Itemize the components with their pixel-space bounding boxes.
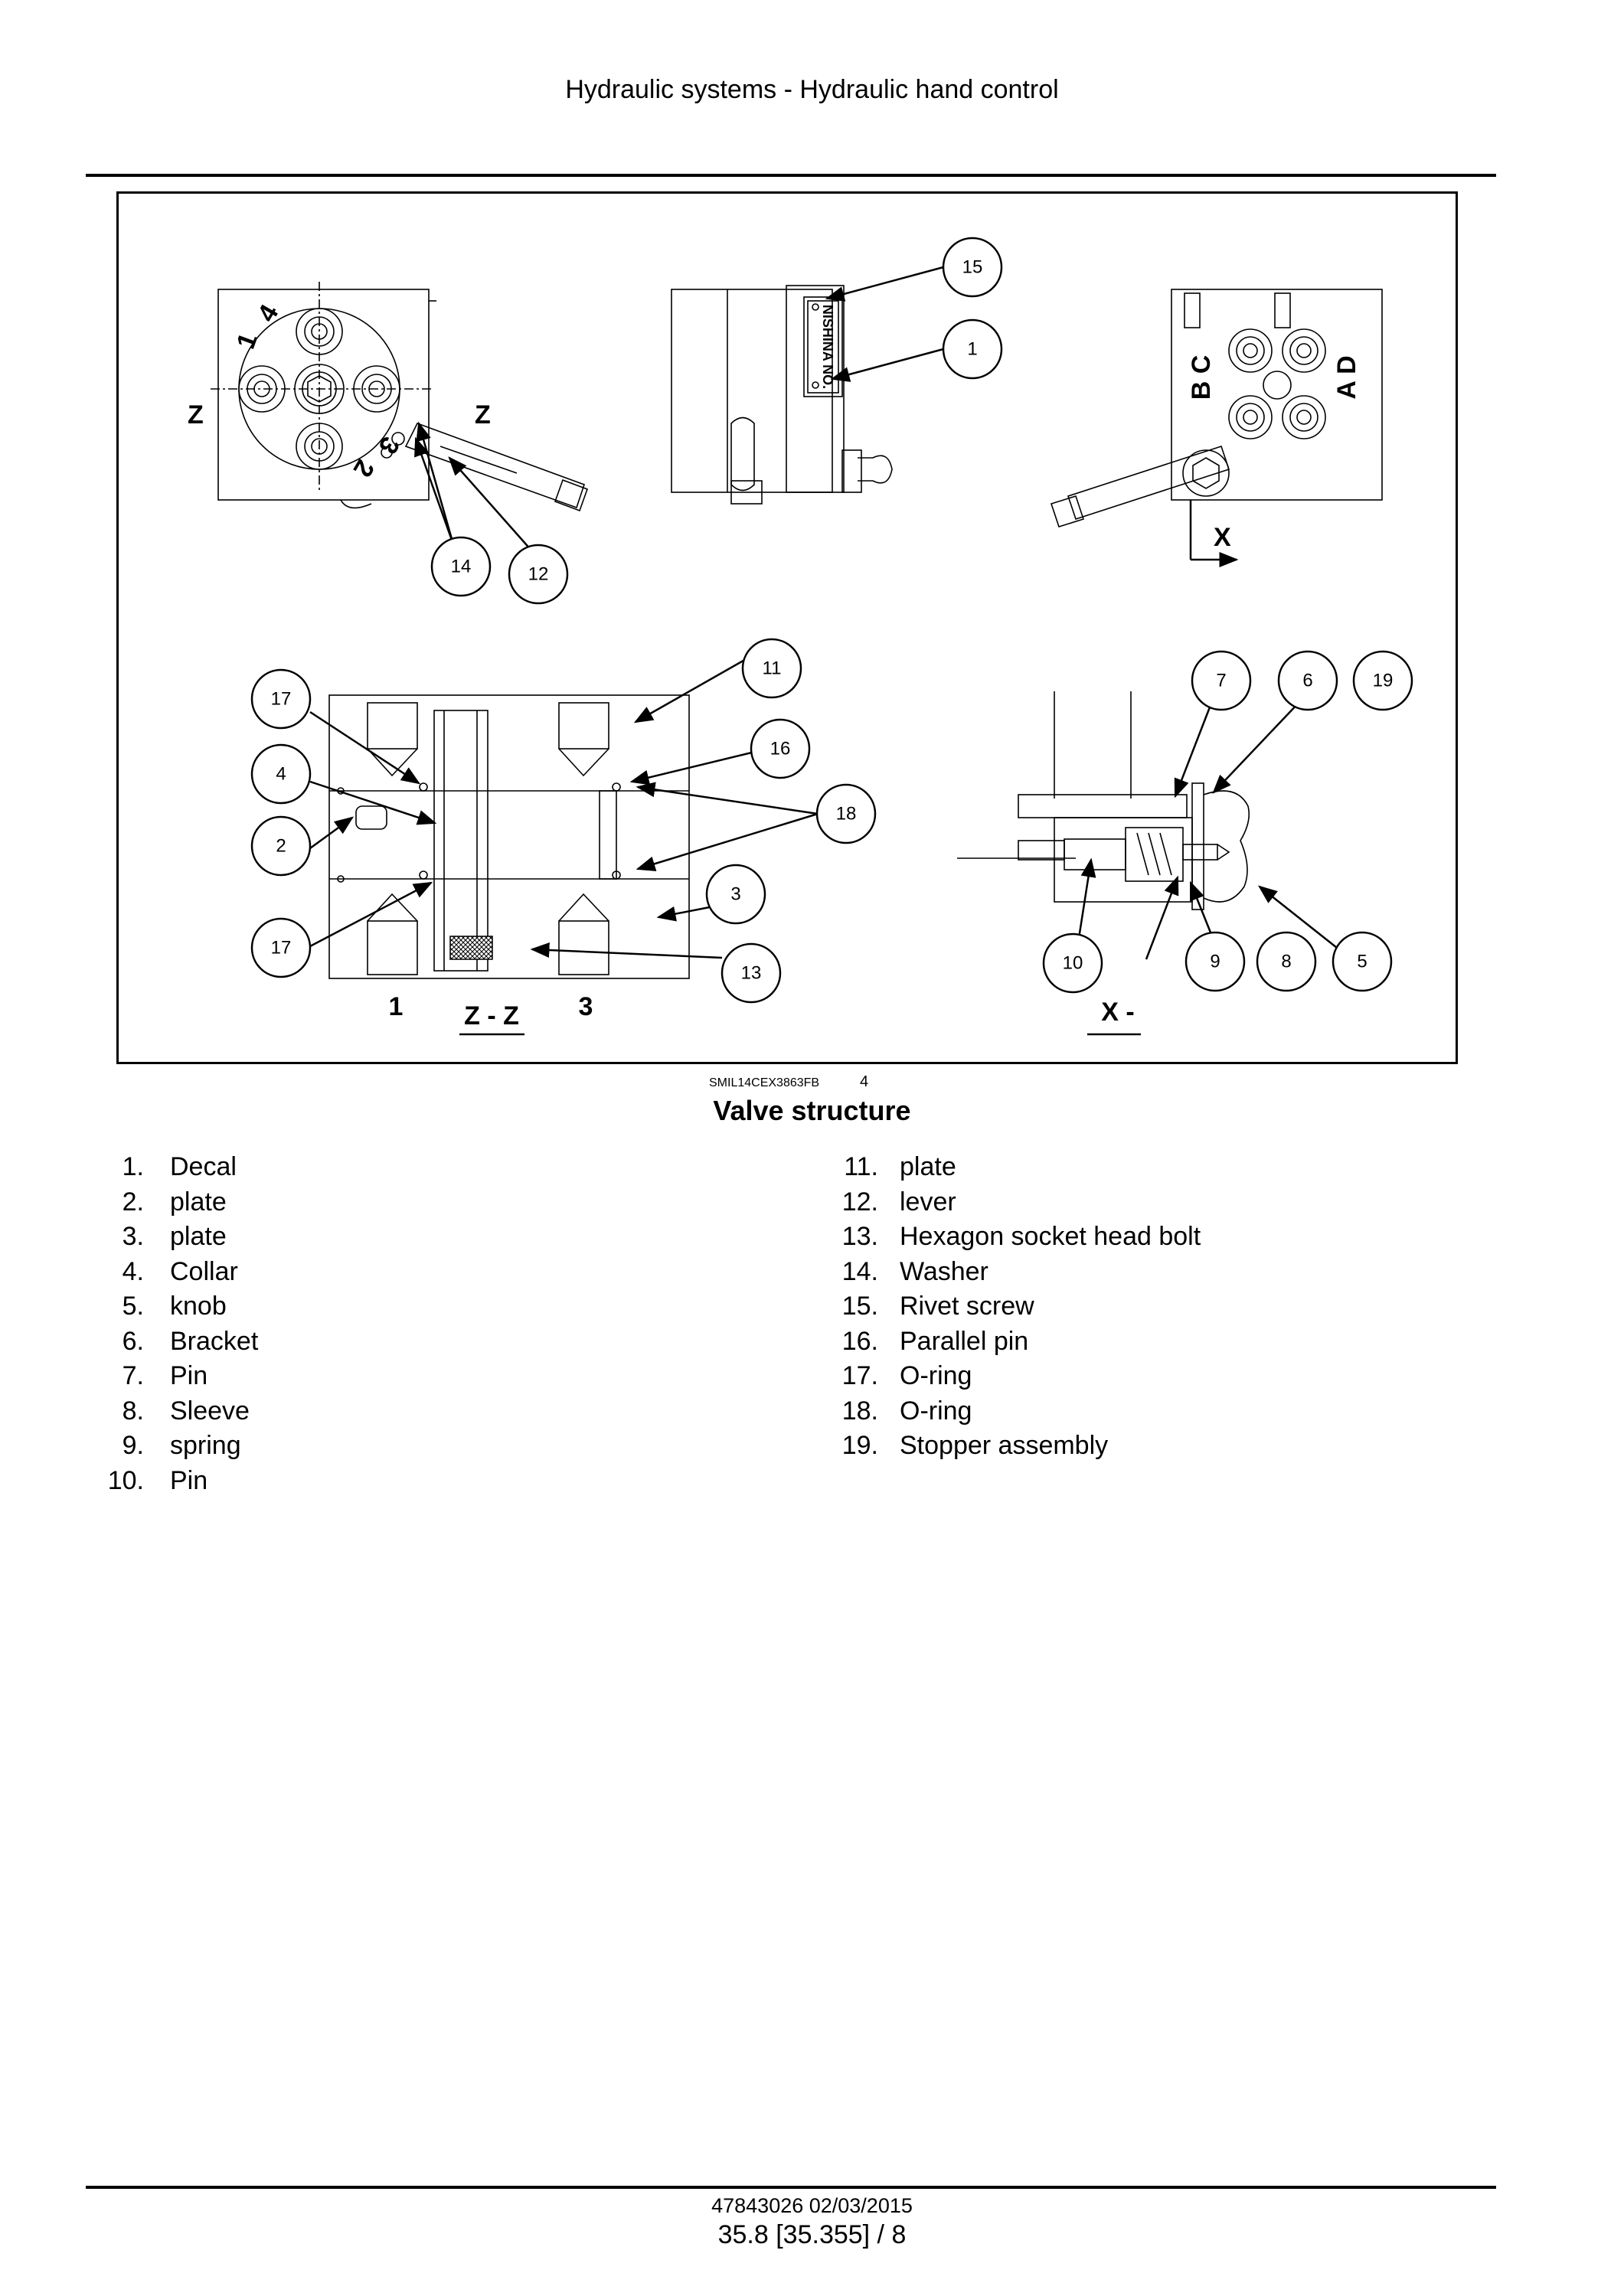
callout-15: 15 bbox=[942, 237, 1003, 298]
svg-text:9: 9 bbox=[1210, 952, 1220, 972]
svg-text:3: 3 bbox=[373, 432, 405, 459]
svg-text:1: 1 bbox=[231, 329, 263, 353]
callout-17-bottom: 17 bbox=[250, 917, 312, 978]
figure-number: 4 bbox=[860, 1073, 869, 1090]
callout-8: 8 bbox=[1256, 931, 1317, 992]
svg-text:8: 8 bbox=[1281, 952, 1291, 972]
legend-item: 14.Washer bbox=[841, 1256, 988, 1286]
view-label-z-left: Z bbox=[188, 400, 204, 429]
top-middle-view: NISHINA NO. bbox=[671, 285, 893, 505]
legend-item: 19.Stopper assembly bbox=[841, 1431, 1109, 1460]
view-label-x: X bbox=[1214, 523, 1231, 552]
callout-13: 13 bbox=[721, 942, 782, 1004]
callout-12: 12 bbox=[508, 544, 569, 605]
legend-right-column: 11.plate 12.lever 13.Hexagon socket head… bbox=[0, 1150, 1201, 1464]
svg-text:3: 3 bbox=[730, 884, 740, 905]
footer-page-number: 35.8 [35.355] / 8 bbox=[717, 2220, 907, 2249]
svg-text:16: 16 bbox=[770, 739, 791, 759]
callout-17-top: 17 bbox=[250, 668, 312, 730]
callout-5: 5 bbox=[1332, 931, 1393, 992]
valve-structure-figure: 4 1 3 2 Z Z NISHINA NO. bbox=[116, 191, 1458, 1064]
svg-text:2: 2 bbox=[348, 455, 380, 482]
valve-drawing: 4 1 3 2 Z Z NISHINA NO. bbox=[188, 237, 1413, 1036]
page-header-title: Hydraulic systems - Hydraulic hand contr… bbox=[565, 75, 1059, 104]
legend-item: 11.plate bbox=[844, 1152, 956, 1181]
callout-9: 9 bbox=[1185, 931, 1246, 992]
svg-text:NISHINA NO.: NISHINA NO. bbox=[820, 305, 835, 389]
svg-text:17: 17 bbox=[271, 938, 292, 959]
section-label-zz: Z - Z bbox=[464, 1001, 519, 1030]
port-label-bc: B C bbox=[1187, 355, 1216, 400]
footer-rule bbox=[86, 2186, 1496, 2189]
top-left-view: 4 1 3 2 Z Z bbox=[188, 282, 589, 512]
svg-text:7: 7 bbox=[1216, 671, 1226, 691]
callout-1: 1 bbox=[942, 318, 1003, 380]
svg-text:12: 12 bbox=[528, 564, 549, 585]
legend-item: 12.lever bbox=[841, 1187, 956, 1217]
legend-item: 9.spring bbox=[122, 1431, 241, 1460]
svg-text:6: 6 bbox=[1302, 671, 1312, 691]
section-label-x: X - bbox=[1101, 998, 1134, 1027]
view-label-z-right: Z bbox=[475, 400, 491, 429]
legend-item: 17.O-ring bbox=[841, 1361, 972, 1390]
callout-3: 3 bbox=[705, 864, 766, 925]
header-rule bbox=[86, 174, 1496, 177]
svg-text:17: 17 bbox=[271, 689, 292, 710]
callout-14: 14 bbox=[430, 536, 492, 597]
legend-item: 1.Decal bbox=[122, 1152, 237, 1181]
callout-19: 19 bbox=[1352, 650, 1413, 711]
legend-item: 2.plate bbox=[122, 1187, 227, 1217]
svg-text:14: 14 bbox=[451, 557, 472, 577]
svg-text:15: 15 bbox=[962, 257, 983, 278]
callout-7: 7 bbox=[1191, 650, 1252, 711]
legend-item: 5.knob bbox=[122, 1292, 227, 1321]
legend-item: 4.Collar bbox=[122, 1256, 238, 1286]
legend-item: 6.Bracket bbox=[122, 1326, 259, 1356]
svg-text:10: 10 bbox=[1063, 953, 1083, 974]
footer-doc-code: 47843026 02/03/2015 bbox=[711, 2194, 913, 2217]
legend-item: 13.Hexagon socket head bolt bbox=[841, 1222, 1201, 1251]
callout-16: 16 bbox=[750, 718, 811, 779]
legend-left-column: 1.Decal 2.plate 3.plate 4.Collar 5.knob … bbox=[0, 1150, 259, 1498]
section-port-1: 1 bbox=[389, 992, 404, 1021]
legend-item: 18.O-ring bbox=[841, 1396, 972, 1426]
callout-4: 4 bbox=[250, 743, 312, 805]
callout-11: 11 bbox=[741, 638, 802, 699]
section-port-3: 3 bbox=[579, 992, 593, 1021]
legend-item: 8.Sleeve bbox=[122, 1396, 250, 1426]
svg-text:18: 18 bbox=[836, 804, 857, 825]
svg-text:1: 1 bbox=[967, 339, 977, 360]
callout-10: 10 bbox=[1042, 932, 1103, 994]
svg-text:13: 13 bbox=[741, 963, 762, 984]
legend-item: 15.Rivet screw bbox=[841, 1292, 1034, 1321]
figure-reference-code: SMIL14CEX3863FB bbox=[709, 1076, 820, 1089]
svg-text:2: 2 bbox=[276, 836, 286, 857]
svg-text:19: 19 bbox=[1373, 671, 1394, 691]
svg-text:4: 4 bbox=[276, 764, 286, 785]
callout-18: 18 bbox=[815, 783, 877, 844]
section-zz-view: 1 3 Z - Z bbox=[328, 694, 690, 1036]
port-label-ad: A D bbox=[1332, 355, 1361, 399]
top-right-view: B C A D X bbox=[1050, 289, 1383, 567]
legend-item: 3.plate bbox=[122, 1222, 227, 1251]
svg-text:11: 11 bbox=[763, 658, 782, 679]
legend-item: 16.Parallel pin bbox=[841, 1326, 1029, 1356]
figure-caption: Valve structure bbox=[713, 1095, 911, 1126]
legend-item: 10.Pin bbox=[107, 1465, 208, 1495]
svg-text:5: 5 bbox=[1357, 952, 1367, 972]
legend-item: 7.Pin bbox=[122, 1361, 208, 1390]
svg-text:4: 4 bbox=[252, 300, 284, 327]
callout-2: 2 bbox=[250, 815, 312, 877]
callout-6: 6 bbox=[1277, 650, 1338, 711]
